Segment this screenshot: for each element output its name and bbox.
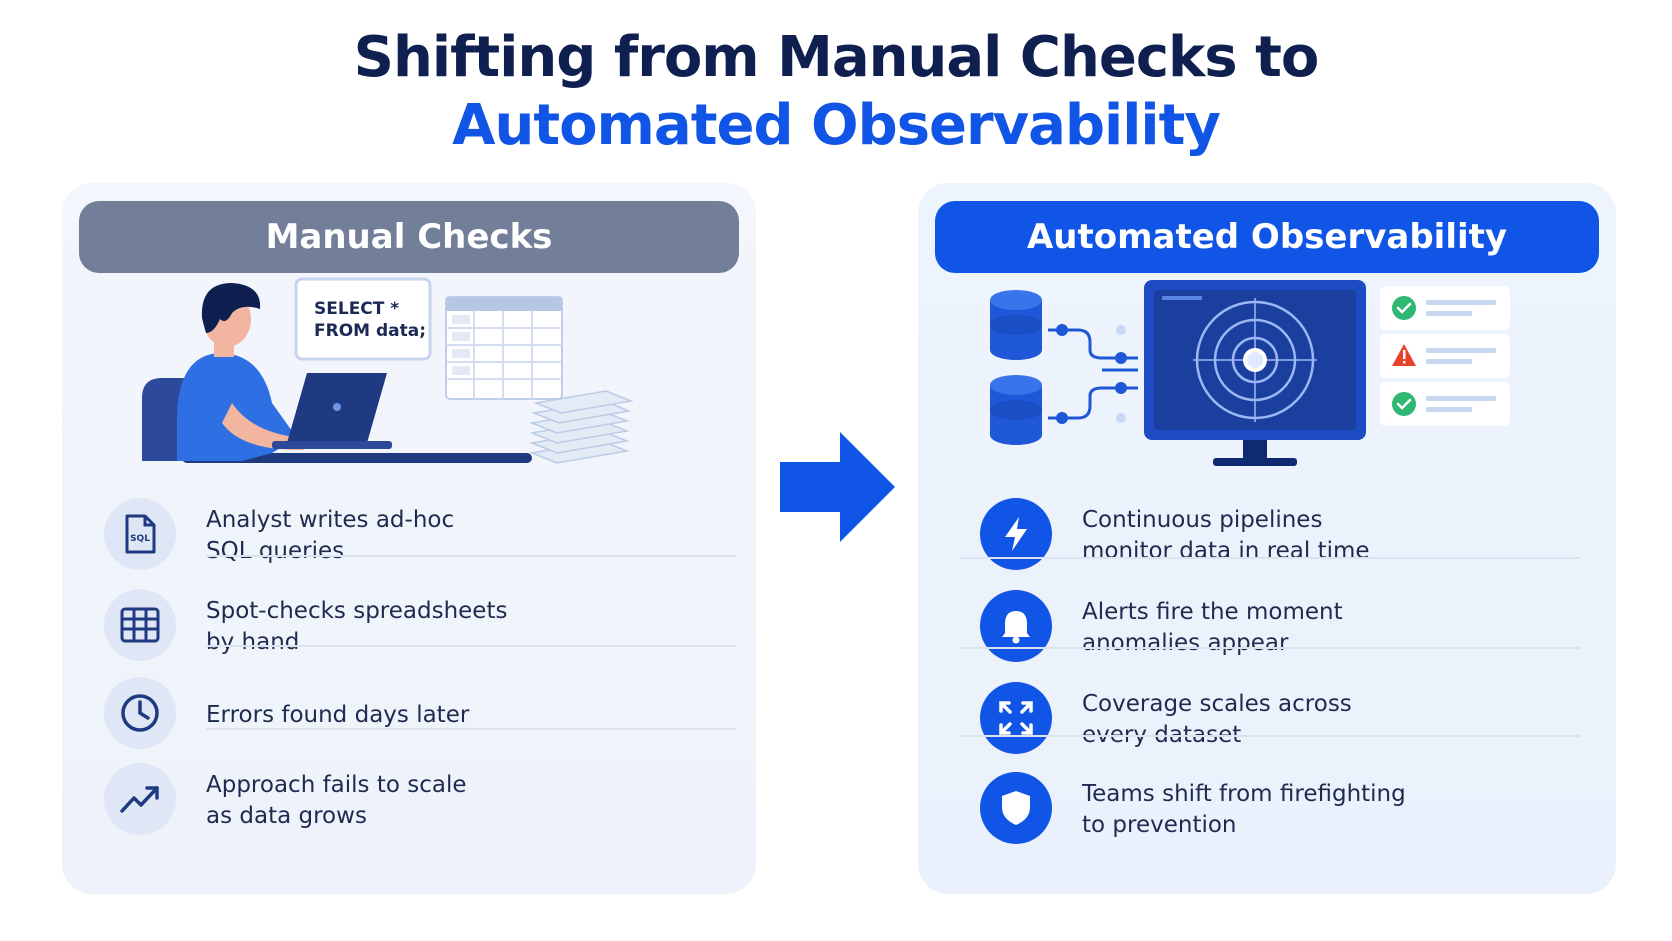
list-item: SQL Analyst writes ad-hoc SQL queries	[104, 488, 724, 584]
manual-checks-header: Manual Checks	[79, 201, 739, 273]
divider	[960, 735, 1580, 737]
trend-up-icon	[104, 763, 176, 835]
list-item-text: Analyst writes ad-hoc SQL queries	[206, 507, 455, 564]
list-item-text: Continuous pipelines monitor data in rea…	[1082, 507, 1370, 564]
list-item-text: Spot-checks spreadsheets by hand	[206, 598, 508, 655]
list-item-text: Alerts fire the moment anomalies appear	[1082, 599, 1343, 656]
bell-icon	[980, 590, 1052, 662]
title-line-2: Automated Observability	[452, 93, 1221, 158]
database-icon	[990, 290, 1042, 360]
lightning-icon	[980, 498, 1052, 570]
divider	[206, 645, 736, 647]
shield-icon	[980, 772, 1052, 844]
list-item: Approach fails to scale as data grows	[104, 753, 724, 849]
list-item: Errors found days later	[104, 667, 724, 763]
database-icon	[990, 375, 1042, 445]
expand-icon	[980, 682, 1052, 754]
list-item-text: Approach fails to scale as data grows	[206, 772, 467, 829]
list-item-text: Teams shift from firefighting to prevent…	[1082, 781, 1406, 838]
list-item-text: Coverage scales across every dataset	[1082, 691, 1352, 748]
sql-query-line-2: FROM data;	[314, 321, 427, 341]
arrow-right-icon	[780, 432, 895, 542]
spreadsheet-icon	[104, 589, 176, 661]
title-line-1: Shifting from Manual Checks to	[353, 25, 1320, 90]
divider	[206, 555, 736, 557]
list-item-text: Errors found days later	[206, 701, 470, 728]
clock-icon	[104, 677, 176, 749]
sql-query-line-1: SELECT *	[314, 299, 400, 319]
automated-observability-panel: Automated Observability	[918, 183, 1616, 894]
svg-text:SQL: SQL	[130, 534, 150, 544]
analyst-illustration	[142, 277, 634, 464]
list-item: Coverage scales across every dataset	[980, 672, 1600, 768]
divider	[960, 647, 1580, 649]
list-item: Spot-checks spreadsheets by hand	[104, 579, 724, 675]
divider	[206, 728, 736, 730]
automated-observability-header: Automated Observability	[935, 201, 1599, 273]
manual-checks-panel: Manual Checks	[62, 183, 756, 894]
sql-file-icon: SQL	[104, 498, 176, 570]
list-item: Alerts fire the moment anomalies appear	[980, 580, 1600, 676]
list-item: Teams shift from firefighting to prevent…	[980, 762, 1600, 858]
sql-query-snippet: SELECT * FROM data;	[314, 298, 426, 342]
list-item: Continuous pipelines monitor data in rea…	[980, 488, 1600, 584]
page-title: Shifting from Manual Checks to Automated…	[0, 24, 1672, 160]
monitoring-illustration	[990, 280, 1510, 466]
divider	[960, 557, 1580, 559]
